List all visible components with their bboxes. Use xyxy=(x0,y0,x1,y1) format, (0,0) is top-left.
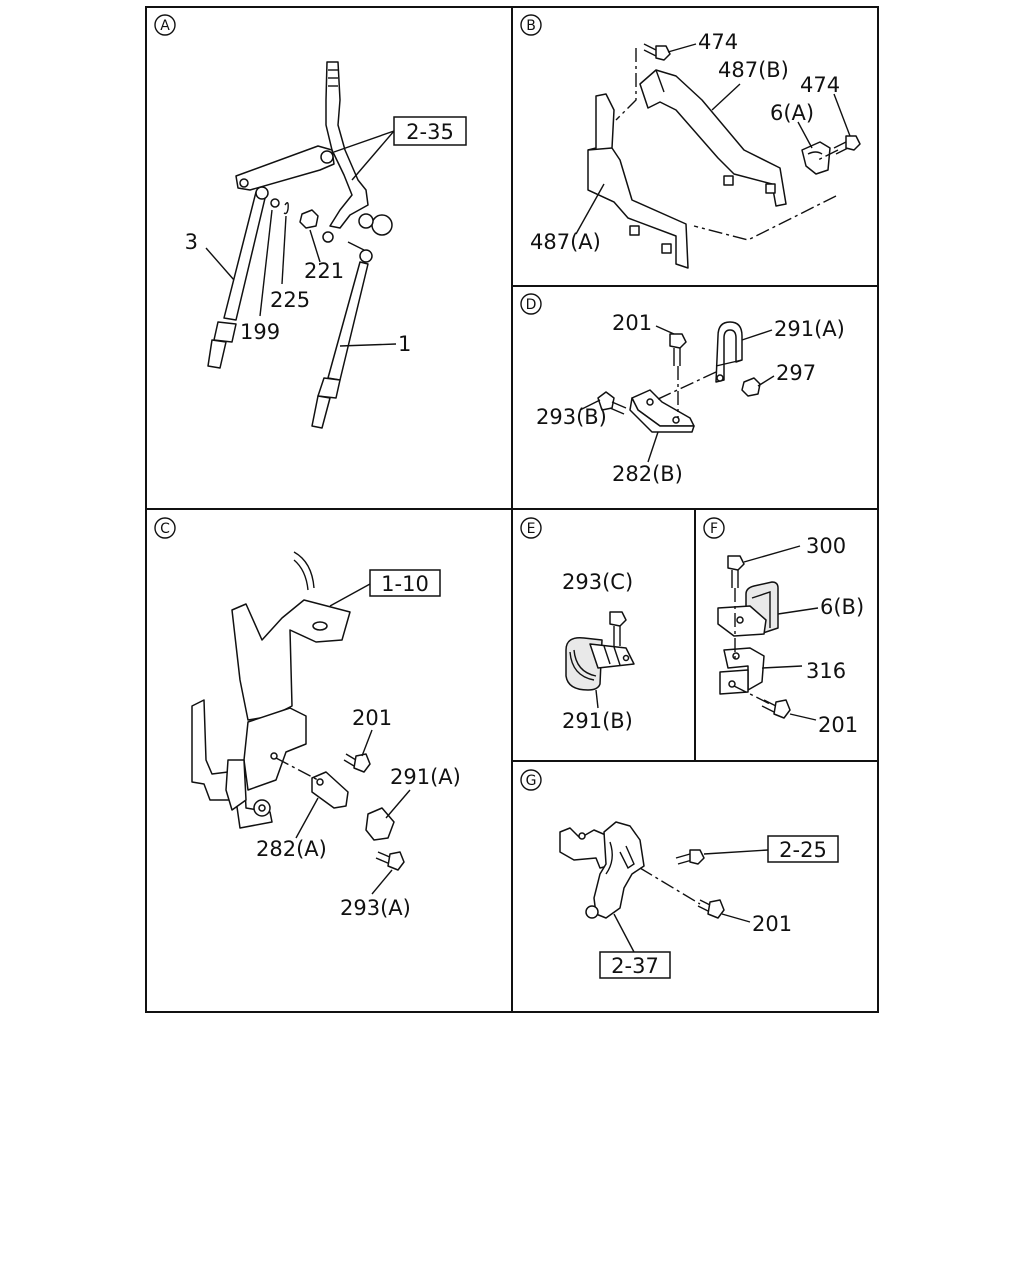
label-291b: 291(B) xyxy=(562,709,633,733)
panel-d: D xyxy=(520,293,845,486)
bracket-316 xyxy=(719,647,765,695)
panel-a-marker: A xyxy=(154,14,176,36)
ref-box-2-25: 2-25 xyxy=(703,835,839,863)
ref-box-2-35: 2-35 xyxy=(333,116,467,181)
panel-d-letter: D xyxy=(526,297,537,313)
clip-225 xyxy=(283,202,289,215)
label-487b: 487(B) xyxy=(718,58,789,82)
label-316: 316 xyxy=(806,659,846,683)
bracket-282b xyxy=(629,389,695,433)
frame-structure xyxy=(191,551,351,829)
label-291a-d: 291(A) xyxy=(774,317,845,341)
label-201-f: 201 xyxy=(818,713,858,737)
panel-c-marker: C xyxy=(154,517,176,539)
bolt-201-g xyxy=(697,899,725,919)
panel-b: B xyxy=(520,14,861,269)
label-474-top: 474 xyxy=(698,30,738,54)
label-474-right: 474 xyxy=(800,73,840,97)
bolt-201-c xyxy=(343,753,371,773)
panel-c: C xyxy=(154,517,461,920)
label-6b: 6(B) xyxy=(820,595,864,619)
ref-2-35-text: 2-35 xyxy=(406,120,454,144)
nut-297 xyxy=(741,377,761,397)
panel-grid xyxy=(145,6,879,1013)
ref-1-10-text: 1-10 xyxy=(381,572,429,596)
bracket-282a xyxy=(311,771,349,809)
label-293a: 293(A) xyxy=(340,896,411,920)
bolt-474-top xyxy=(643,43,671,61)
bracket-f-upper xyxy=(717,605,767,637)
panel-f: F xyxy=(703,517,864,737)
bolt-g-top xyxy=(675,849,705,865)
bolt-293b xyxy=(597,391,627,415)
label-1: 1 xyxy=(398,332,411,356)
panel-c-letter: C xyxy=(160,521,170,537)
label-297: 297 xyxy=(776,361,816,385)
label-201-g: 201 xyxy=(752,912,792,936)
panel-g-marker: G xyxy=(520,769,542,791)
label-293b: 293(B) xyxy=(536,405,607,429)
cable-1 xyxy=(311,241,373,429)
label-3: 3 xyxy=(185,230,198,254)
bracket-487b xyxy=(639,69,787,207)
bracket-487a xyxy=(587,93,689,269)
panel-a-letter: A xyxy=(160,18,170,34)
label-487a: 487(A) xyxy=(530,230,601,254)
panel-a: A xyxy=(154,14,467,429)
shift-lever xyxy=(322,61,393,243)
label-291a-c: 291(A) xyxy=(390,765,461,789)
label-225: 225 xyxy=(270,288,310,312)
label-282a: 282(A) xyxy=(256,837,327,861)
ref-2-37-text: 2-37 xyxy=(611,954,659,978)
cable-3 xyxy=(207,186,269,369)
bolt-201-f xyxy=(761,699,791,719)
clip-291b xyxy=(565,637,635,691)
nut-221 xyxy=(299,209,319,229)
panel-e-marker: E xyxy=(520,517,542,539)
bolt-293c xyxy=(609,611,627,646)
panel-b-letter: B xyxy=(526,18,536,34)
label-199: 199 xyxy=(240,320,280,344)
bolt-474-right xyxy=(833,135,861,155)
bolt-300 xyxy=(727,555,745,588)
label-201-d: 201 xyxy=(612,311,652,335)
label-201-c: 201 xyxy=(352,706,392,730)
clip-6a xyxy=(801,141,831,175)
ref-box-2-37: 2-37 xyxy=(599,913,671,979)
label-282b: 282(B) xyxy=(612,462,683,486)
bolt-201-d xyxy=(669,333,687,366)
panel-g: G 2-25 xyxy=(520,769,839,979)
ref-2-25-text: 2-25 xyxy=(779,838,827,862)
label-300: 300 xyxy=(806,534,846,558)
panel-b-marker: B xyxy=(520,14,542,36)
clip-291a xyxy=(715,321,743,383)
label-293c: 293(C) xyxy=(562,570,633,594)
bolt-293a xyxy=(375,851,405,871)
panel-g-letter: G xyxy=(526,773,537,789)
panel-f-marker: F xyxy=(703,517,725,539)
link-arm xyxy=(235,145,335,191)
panel-e-letter: E xyxy=(527,521,536,537)
label-6a: 6(A) xyxy=(770,101,814,125)
washer-199 xyxy=(270,198,280,208)
panel-f-letter: F xyxy=(710,521,718,537)
ref-box-1-10: 1-10 xyxy=(329,569,441,607)
panel-e: E 293(C) 291(B) xyxy=(520,517,635,733)
label-221: 221 xyxy=(304,259,344,283)
panel-d-marker: D xyxy=(520,293,542,315)
bracket-g xyxy=(559,821,645,919)
